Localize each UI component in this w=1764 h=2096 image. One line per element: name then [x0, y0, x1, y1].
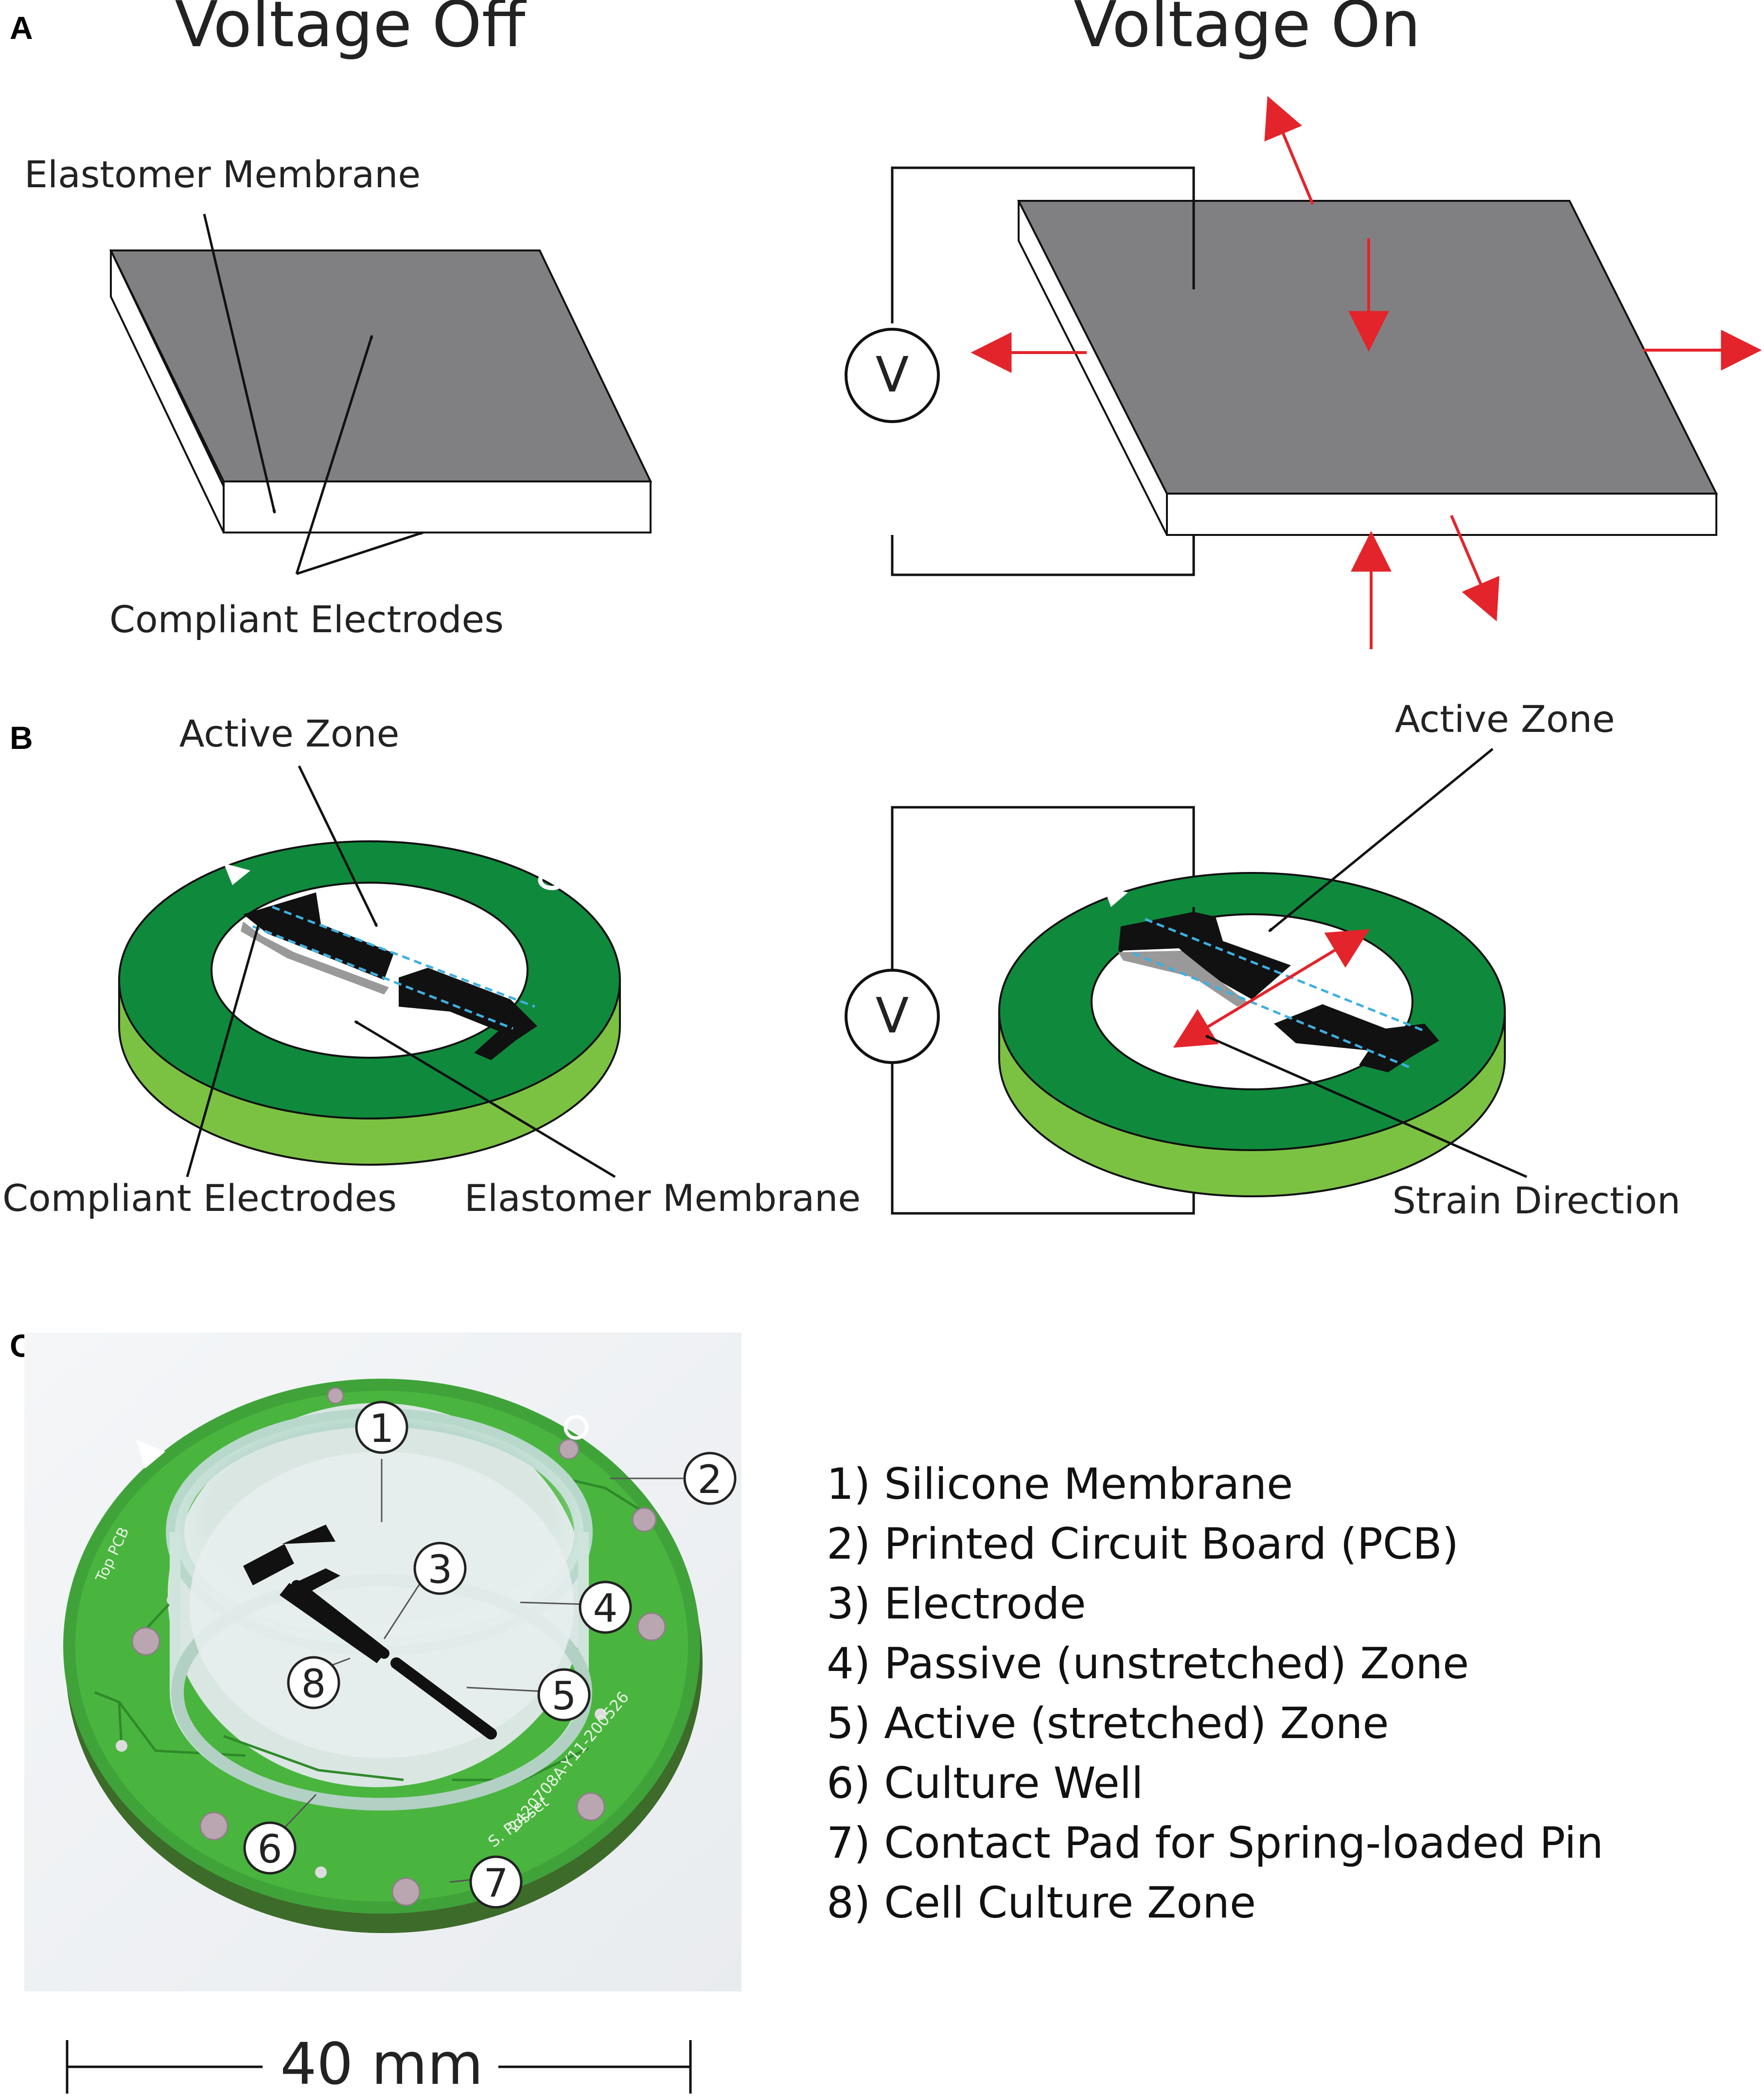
- callout-7: 7: [484, 1861, 509, 1906]
- arrow-strain-direction: [1206, 1034, 1528, 1178]
- triangle-marker-right: [1104, 888, 1128, 907]
- label-compliant-electrodes-b: Compliant Electrodes: [2, 1176, 397, 1220]
- legend-item-6: 6) Culture Well: [827, 1758, 1144, 1808]
- arrow-active-zone-right: [1268, 748, 1494, 932]
- arrow-electrodes-b: [186, 919, 262, 1177]
- membrane-slab-off: [109, 249, 653, 533]
- label-active-zone-right: Active Zone: [1395, 697, 1615, 741]
- circle-marker-right: [1423, 892, 1451, 912]
- legend-item-1: 1) Silicone Membrane: [827, 1459, 1293, 1509]
- arrow-active-zone-left: [298, 765, 378, 926]
- label-compliant-electrodes-a: Compliant Electrodes: [109, 598, 504, 641]
- voltmeter-a: [845, 328, 940, 423]
- voltmeter-b: [845, 969, 940, 1064]
- voltmeter-b-label: V: [876, 987, 909, 1044]
- title-voltage-on: Voltage On: [1074, 0, 1421, 61]
- legend: 1) Silicone Membrane 2) Printed Circuit …: [827, 1454, 1750, 1933]
- legend-item-5: 5) Active (stretched) Zone: [827, 1698, 1389, 1748]
- legend-item-3: 3) Electrode: [827, 1579, 1086, 1629]
- panel-label-a: A: [10, 10, 33, 46]
- arrow-elastomer-a: [203, 213, 275, 513]
- circle-marker-left: [538, 870, 566, 890]
- arrow-electrode-top-a: [295, 336, 373, 574]
- callout-4: 4: [593, 1586, 618, 1631]
- label-active-zone-left: Active Zone: [179, 712, 400, 755]
- legend-item-4: 4) Passive (unstretched) Zone: [827, 1638, 1469, 1688]
- legend-item-8: 8) Cell Culture Zone: [827, 1878, 1256, 1928]
- pcb-ring-left: [118, 840, 621, 1166]
- label-elastomer-membrane-b: Elastomer Membrane: [464, 1176, 861, 1220]
- scale-bar-label: 40 mm: [280, 2030, 483, 2096]
- strain-direction-arrow: [1173, 929, 1370, 1048]
- title-voltage-off: Voltage Off: [175, 0, 527, 61]
- scale-bar: [66, 2040, 692, 2094]
- label-elastomer-membrane-a: Elastomer Membrane: [24, 153, 421, 196]
- callout-3: 3: [428, 1547, 453, 1592]
- legend-item-2: 2) Printed Circuit Board (PCB): [827, 1519, 1459, 1569]
- red-strain-arrows-a: [970, 96, 1762, 649]
- label-strain-direction: Strain Direction: [1393, 1179, 1681, 1222]
- callout-2: 2: [698, 1457, 723, 1502]
- voltmeter-a-label: V: [876, 346, 909, 403]
- callout-8: 8: [301, 1661, 326, 1706]
- callouts: 1 2 3 4 5 6 7 8: [243, 1401, 737, 1909]
- callout-1: 1: [370, 1406, 394, 1451]
- electrodes-left: [241, 892, 537, 1060]
- triangle-marker-left: [224, 863, 250, 885]
- panel-label-b: B: [10, 720, 33, 756]
- callout-5: 5: [552, 1673, 577, 1719]
- arrow-electrode-bottom-a: [296, 531, 423, 575]
- arrow-elastomer-b: [355, 1020, 616, 1178]
- callout-6: 6: [258, 1827, 282, 1872]
- legend-item-7: 7) Contact Pad for Spring-loaded Pin: [827, 1818, 1604, 1868]
